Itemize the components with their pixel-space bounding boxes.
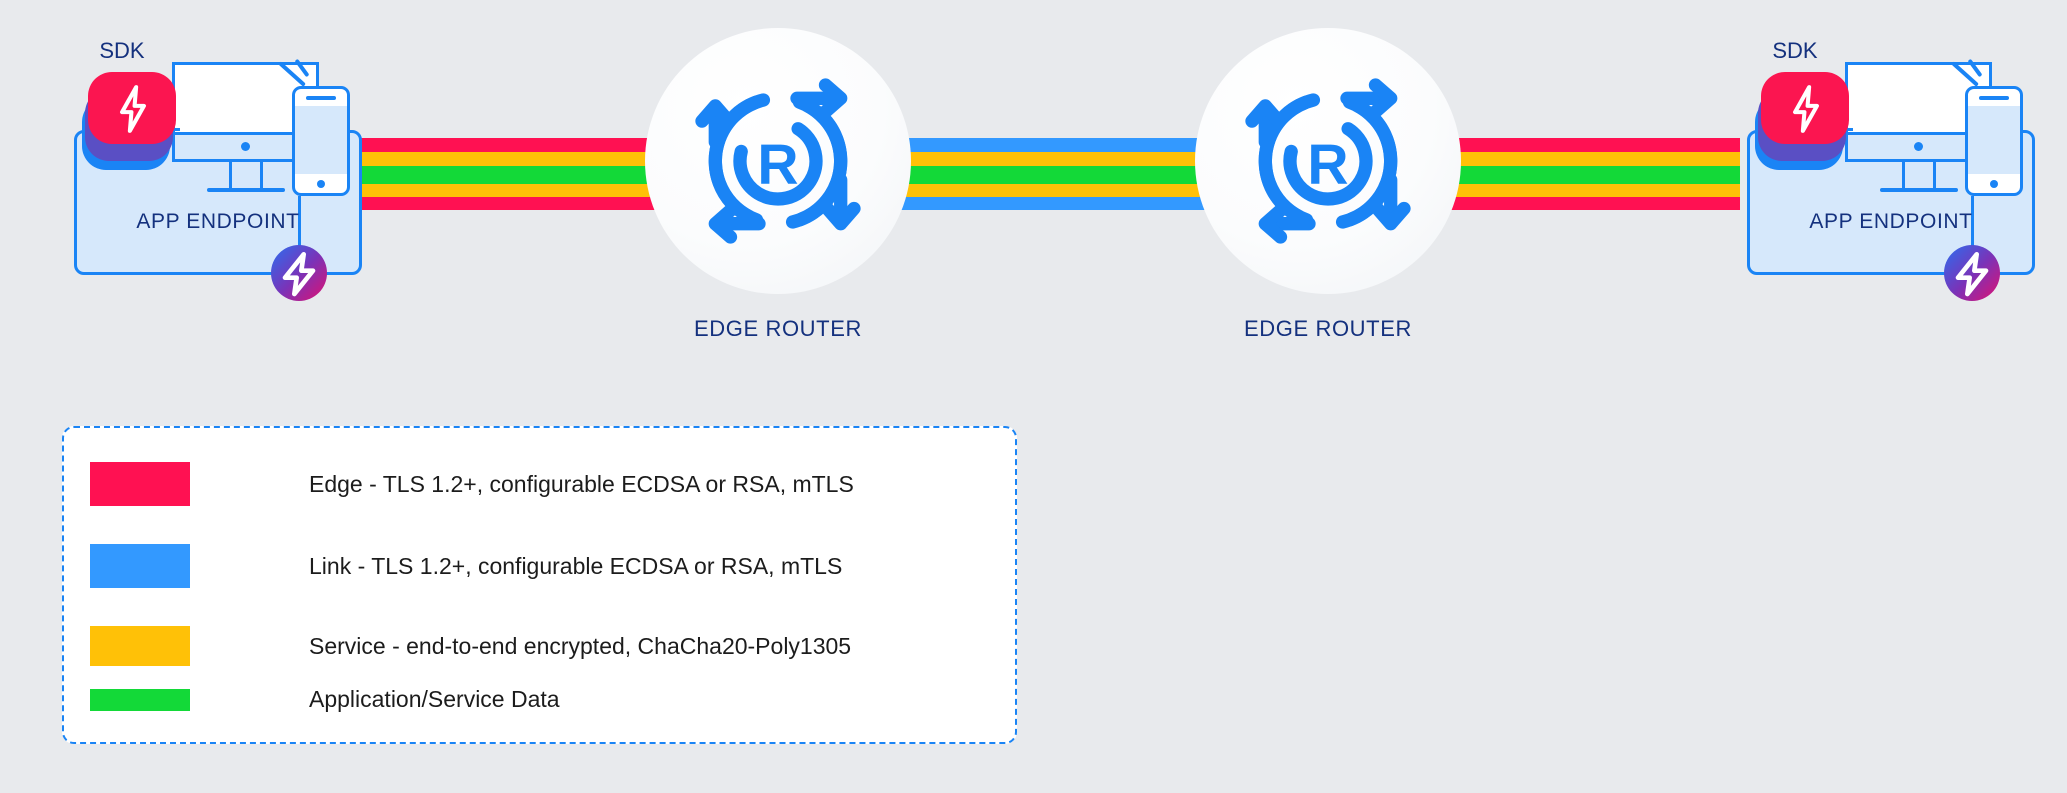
app-endpoint-right-label: APP ENDPOINT (1809, 210, 1973, 233)
stripe-edge-top (340, 138, 680, 152)
legend-item-service: Service - end-to-end encrypted, ChaCha20… (90, 626, 851, 666)
legend-swatch-edge (90, 462, 190, 506)
phone-screen (1968, 106, 2020, 174)
monitor-foot (207, 188, 285, 192)
monitor-neck (1902, 162, 1936, 189)
legend-swatch-link (90, 544, 190, 588)
legend-item-edge: Edge - TLS 1.2+, configurable ECDSA or R… (90, 462, 854, 506)
app-endpoint-left-label: APP ENDPOINT (136, 210, 300, 233)
svg-text:R: R (1307, 133, 1348, 197)
phone-speaker (1979, 96, 2009, 100)
legend-panel: Edge - TLS 1.2+, configurable ECDSA or R… (62, 426, 1017, 744)
link-endpoint-to-router-left (340, 138, 680, 210)
app-endpoint-right[interactable]: SDK APP ENDPOINT (1735, 0, 2065, 301)
svg-text:R: R (757, 133, 798, 197)
legend-label-edge: Edge - TLS 1.2+, configurable ECDSA or R… (309, 470, 854, 497)
sdk-label: SDK (99, 38, 145, 63)
stripe-edge-bot (340, 197, 680, 210)
endpoint-device-cluster (172, 58, 372, 207)
stripe-service-top (1430, 152, 1740, 166)
monitor-indicator-dot (1914, 142, 1923, 151)
sdk-stack-icon (1747, 70, 1855, 170)
legend-swatch-data (90, 688, 190, 711)
legend-label-data: Application/Service Data (309, 686, 560, 712)
sdk-label: SDK (1772, 38, 1818, 63)
router-circle-backdrop (645, 28, 911, 294)
stripe-service-bot (340, 184, 680, 197)
lightning-bolt-icon (1793, 85, 1819, 133)
connector-phone-to-badge (298, 196, 301, 252)
phone-screen (295, 106, 347, 174)
legend-item-data: Application/Service Data (90, 686, 560, 713)
link-endpoint-to-router-right (1430, 138, 1740, 210)
edge-router-2-label: EDGE ROUTER (1244, 316, 1412, 341)
legend-label-service: Service - end-to-end encrypted, ChaCha20… (309, 632, 852, 659)
stripe-data (1430, 166, 1740, 184)
legend-swatch-service (90, 626, 190, 666)
edge-router-1[interactable]: R EDGE ROUTER (645, 28, 911, 358)
sdk-layer-top (1761, 72, 1849, 144)
ziti-bolt-badge-icon (271, 245, 327, 301)
edge-router-2[interactable]: R EDGE ROUTER (1195, 28, 1461, 358)
router-circular-arrows-icon: R (1245, 78, 1411, 244)
lightning-bolt-icon (120, 85, 146, 133)
phone-speaker (306, 96, 336, 100)
edge-router-1-label: EDGE ROUTER (694, 316, 862, 341)
phone-home-button (1990, 180, 1998, 188)
legend-label-link: Link - TLS 1.2+, configurable ECDSA or R… (309, 552, 843, 579)
stripe-data (340, 166, 680, 184)
ziti-bolt-badge-icon (1944, 245, 2000, 301)
stripe-service-bot (1430, 184, 1740, 197)
legend-item-link: Link - TLS 1.2+, configurable ECDSA or R… (90, 544, 842, 588)
endpoint-device-cluster (1845, 58, 2045, 207)
sdk-stack-icon (74, 70, 182, 170)
stripe-service-top (340, 152, 680, 166)
router-circle-backdrop (1195, 28, 1461, 294)
app-endpoint-left[interactable]: SDK APP ENDPOINT (62, 0, 392, 301)
monitor-foot (1880, 188, 1958, 192)
stripe-edge-top (1430, 138, 1740, 152)
monitor-neck (229, 162, 263, 189)
sdk-layer-top (88, 72, 176, 144)
phone-home-button (317, 180, 325, 188)
monitor-indicator-dot (241, 142, 250, 151)
stripe-edge-bot (1430, 197, 1740, 210)
router-circular-arrows-icon: R (695, 78, 861, 244)
connector-phone-to-badge (1971, 196, 1974, 252)
